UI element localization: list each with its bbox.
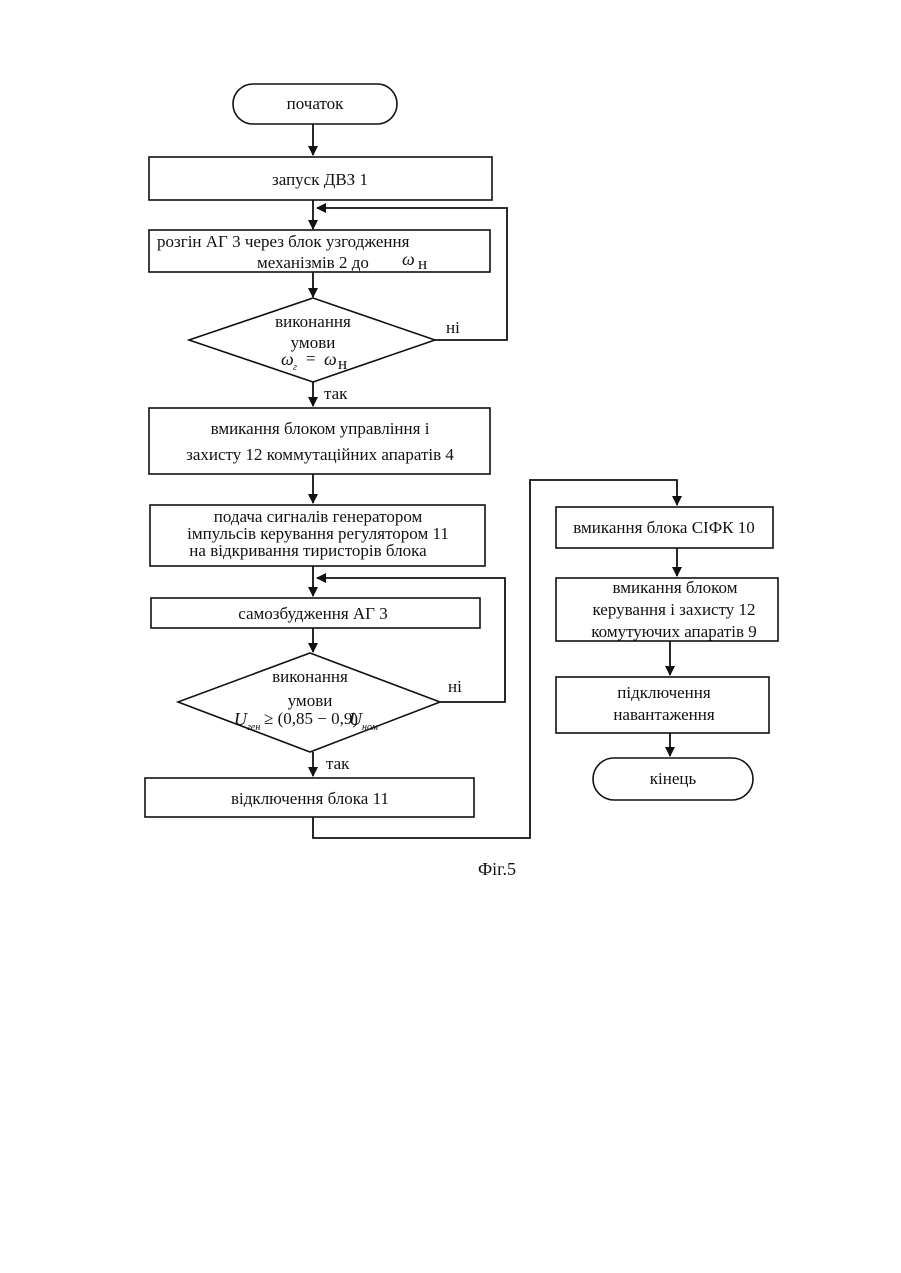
- sifk-label: вмикання блока СІФК 10: [573, 518, 754, 537]
- decision1-rhs-sub: н: [338, 354, 347, 373]
- decision2-lhs: U: [234, 709, 248, 729]
- decision2-no-label: ні: [448, 677, 462, 696]
- decision2-relation: ≥ (0,85 − 0,9): [264, 709, 358, 728]
- decision2-line-1: виконання: [272, 667, 348, 686]
- control-line-1: вмикання блоком: [613, 578, 738, 597]
- decision2-rhs: U: [349, 709, 363, 729]
- decision2-rhs-sub: ном: [362, 722, 379, 733]
- figure-caption: Фіг.5: [478, 859, 516, 879]
- self-excitation-label: самозбудження АГ 3: [238, 604, 388, 623]
- decision2-line-2: умови: [288, 691, 333, 710]
- start-label: початок: [287, 94, 345, 113]
- acceleration-line-2: механізмів 2 до: [257, 253, 369, 272]
- disconnect-label: відключення блока 11: [231, 789, 389, 808]
- load-connect-block: підключення навантаження: [556, 677, 769, 733]
- decision2-lhs-sub: ген: [247, 722, 260, 733]
- decision1-lhs: ω: [281, 349, 294, 369]
- launch-engine-label: запуск ДВЗ 1: [272, 170, 368, 189]
- control-line-3: комутуючих апаратів 9: [591, 622, 756, 641]
- decision1-no-label: ні: [446, 318, 460, 337]
- switch-on-line-2: захисту 12 коммутаційних апаратів 4: [186, 445, 454, 464]
- end-label: кінець: [650, 769, 697, 788]
- decision1-rhs: ω: [324, 349, 337, 369]
- decision2-yes-label: так: [326, 754, 350, 773]
- decision1-lhs-sub: г: [293, 362, 297, 373]
- control-protection-block: вмикання блоком керування і захисту 12 к…: [556, 578, 778, 641]
- pulse-signals-block: подача сигналів генератором імпульсів ке…: [150, 505, 485, 566]
- load-line-1: підключення: [617, 683, 711, 702]
- acceleration-omega-sub: н: [418, 254, 427, 273]
- self-excitation-block: самозбудження АГ 3: [151, 598, 480, 628]
- acceleration-block: розгін АГ 3 через блок узгодження механі…: [149, 230, 490, 273]
- sifk-block: вмикання блока СІФК 10: [556, 507, 773, 548]
- acceleration-line-1: розгін АГ 3 через блок узгодження: [157, 232, 410, 251]
- switch-on-line-1: вмикання блоком управління і: [211, 419, 430, 438]
- decision1-yes-label: так: [324, 384, 348, 403]
- decision-speed-condition: виконання умови ω г = ω н: [189, 298, 435, 382]
- launch-engine-block: запуск ДВЗ 1: [149, 157, 492, 200]
- end-terminator: кінець: [593, 758, 753, 800]
- control-line-2: керування і захисту 12: [592, 600, 755, 619]
- disconnect-block: відключення блока 11: [145, 778, 474, 817]
- decision-voltage-condition: виконання умови U ген ≥ (0,85 − 0,9) U н…: [178, 653, 440, 752]
- decision1-eq: =: [306, 349, 316, 368]
- acceleration-omega: ω: [402, 249, 415, 269]
- decision1-line-1: виконання: [275, 312, 351, 331]
- load-line-2: навантаження: [613, 705, 715, 724]
- switch-on-apparatus-block: вмикання блоком управління і захисту 12 …: [149, 408, 490, 474]
- signals-line-3: на відкривання тиристорів блока: [189, 541, 427, 560]
- start-terminator: початок: [233, 84, 397, 124]
